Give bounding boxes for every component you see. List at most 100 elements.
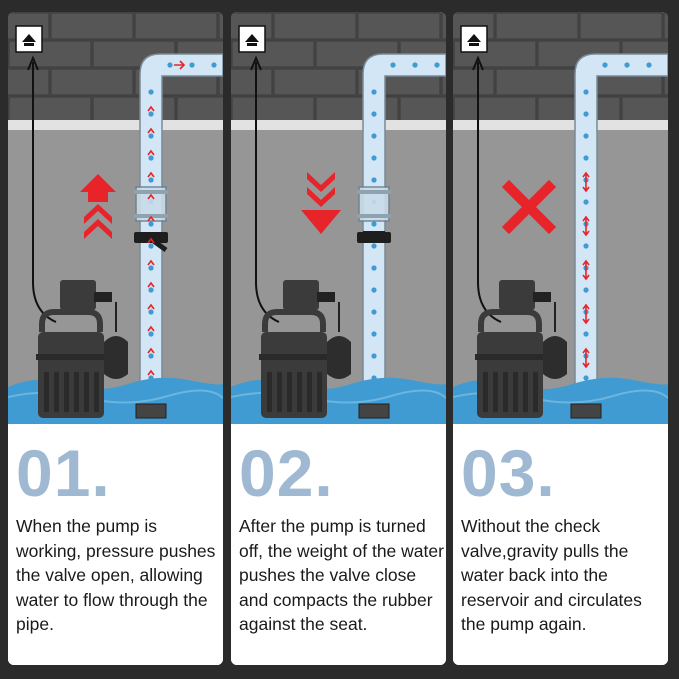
float-switch <box>543 336 567 379</box>
water-dot <box>148 155 154 161</box>
outlet-symbol <box>467 34 481 42</box>
brick <box>273 68 357 96</box>
flow-bidirectional-arrow-icon <box>582 347 590 369</box>
power-cable <box>250 55 280 323</box>
discharge-pipe <box>139 53 223 413</box>
flow-up-arrow-icon <box>147 149 155 156</box>
water-dot <box>583 331 589 337</box>
brick <box>495 68 579 96</box>
water-dot <box>371 221 377 227</box>
step-number: 01. <box>16 436 111 510</box>
flow-up-arrow-icon <box>147 347 155 354</box>
panel-3-illustration <box>453 12 668 424</box>
water-dot <box>583 89 589 95</box>
discharge-pipe <box>362 53 446 413</box>
pump-fin <box>533 372 538 412</box>
brick <box>453 68 495 96</box>
pump-handle <box>262 309 326 332</box>
water-dot <box>371 287 377 293</box>
pump-fin <box>483 372 488 412</box>
down-chevron <box>307 172 335 192</box>
water-dot <box>371 89 377 95</box>
outlet-base <box>247 43 257 46</box>
water-dot <box>371 309 377 315</box>
water-dot <box>371 155 377 161</box>
panel-1-illustration <box>8 12 223 424</box>
water-dot <box>583 199 589 205</box>
water-dot <box>148 221 154 227</box>
valve-clamp <box>357 190 391 194</box>
check-valve <box>357 186 391 243</box>
step-number: 02. <box>239 436 334 510</box>
power-outlet-icon <box>15 25 43 53</box>
water-dot <box>434 62 440 68</box>
flow-up-arrow-icon <box>147 127 155 134</box>
flow-bidirectional-arrow-icon <box>582 215 590 237</box>
pump-fin <box>54 372 59 412</box>
brick <box>441 68 446 96</box>
water-dot <box>148 177 154 183</box>
red-cross-icon <box>501 179 557 235</box>
brick <box>399 96 446 124</box>
panel-3: 03. Without the check valve,gravity pull… <box>453 12 668 665</box>
power-outlet-icon <box>238 25 266 53</box>
water-dot <box>148 287 154 293</box>
flow-right-arrow-icon <box>174 60 186 70</box>
pump-switch-box <box>60 280 96 310</box>
brick <box>453 96 537 124</box>
pump-fin <box>267 372 272 412</box>
valve-clamp <box>134 190 168 194</box>
water-dot <box>412 62 418 68</box>
double-up-arrow-icon <box>80 174 116 239</box>
panel-1: 01. When the pump is working, pressure p… <box>8 12 223 665</box>
pump-switch-box <box>283 280 319 310</box>
flow-up-arrow-icon <box>147 303 155 310</box>
water-dot <box>148 111 154 117</box>
valve-clamp <box>357 214 391 218</box>
water-dot <box>189 62 195 68</box>
brick <box>50 12 134 40</box>
flow-up-arrow-icon <box>147 325 155 332</box>
pipe-coupling <box>570 403 602 419</box>
pump-fin <box>74 372 79 412</box>
scene-svg <box>453 12 668 424</box>
flow-bidirectional-arrow-icon <box>582 171 590 193</box>
pump-fin <box>503 372 508 412</box>
water-dot <box>371 111 377 117</box>
switch-arm <box>94 292 112 302</box>
down-arrow-head <box>301 210 341 234</box>
brick <box>357 12 441 40</box>
pump-fin <box>513 372 518 412</box>
up-arrow-head <box>80 174 116 202</box>
flow-bidirectional-arrow-icon <box>582 303 590 325</box>
panel-2-illustration <box>231 12 446 424</box>
brick <box>218 68 223 96</box>
water-dot <box>148 309 154 315</box>
brick <box>8 68 50 96</box>
water-dot <box>371 133 377 139</box>
cable-arrow-icon <box>27 55 39 71</box>
cable-line <box>255 62 280 323</box>
brick <box>134 12 218 40</box>
brick <box>8 96 92 124</box>
pump-band <box>36 354 106 360</box>
pump-fin <box>84 372 89 412</box>
water-dot <box>583 375 589 381</box>
switch-arm <box>317 292 335 302</box>
outlet-base <box>24 43 34 46</box>
up-chevron <box>84 219 112 239</box>
water-dot <box>583 155 589 161</box>
flow-arrows <box>582 171 590 369</box>
water-dot <box>602 62 608 68</box>
step-description: When the pump is working, pressure pushe… <box>16 516 216 634</box>
down-arrow-icon <box>301 172 341 234</box>
step-description: Without the check valve,gravity pulls th… <box>461 516 642 634</box>
water-dot <box>148 265 154 271</box>
water-dot <box>390 62 396 68</box>
power-outlet-icon <box>460 25 488 53</box>
water-dot <box>148 331 154 337</box>
step-number: 03. <box>461 436 556 510</box>
cable-arrow-icon <box>472 55 484 71</box>
water-dot <box>148 133 154 139</box>
